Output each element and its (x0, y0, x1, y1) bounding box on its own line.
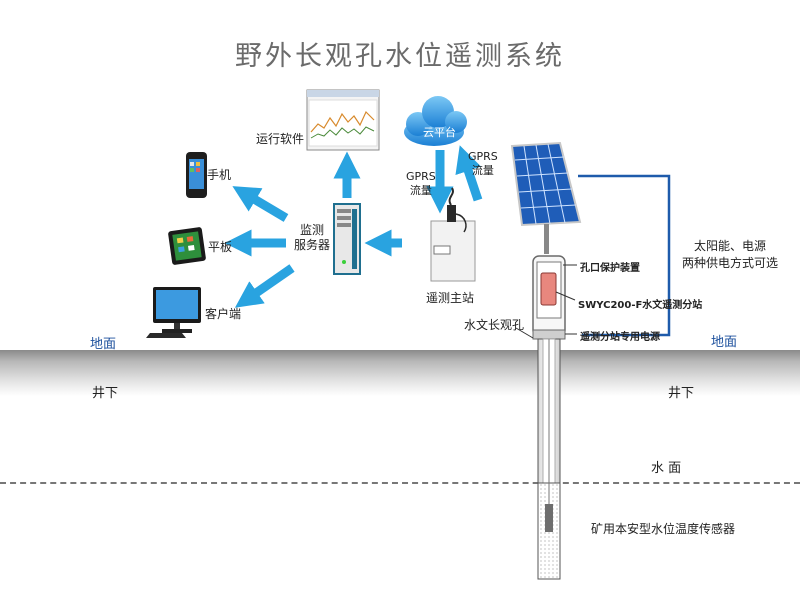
phone-icon (186, 152, 207, 198)
tablet-icon (168, 227, 206, 265)
cloud-icon (404, 96, 467, 146)
water-surface-label: 水 面 (651, 461, 682, 476)
desktop-client-icon (146, 287, 201, 338)
power-option-label: 太阳能、电源 两种供电方式可选 (682, 239, 779, 270)
underground-label-left: 井下 (92, 386, 119, 401)
phone-label: 手机 (207, 168, 232, 182)
leader-lines (515, 264, 577, 339)
power-wiring (578, 174, 671, 337)
ground-label-left: 地面 (90, 337, 117, 352)
arrow-to-client (234, 264, 295, 308)
software-label: 运行软件 (256, 132, 305, 146)
solar-panel-icon (510, 141, 582, 254)
ground-label-right: 地面 (711, 335, 738, 350)
protect-label: 孔口保护装置 (580, 263, 640, 274)
cloud-label: 云平台 (423, 126, 456, 139)
arrow-to-phone (232, 186, 289, 222)
well-borehole (532, 255, 566, 580)
well-label: 水文长观孔 (464, 318, 525, 332)
water-surface-line (0, 482, 800, 484)
server-icon (333, 203, 361, 275)
sensor-label: 矿用本安型水位温度传感器 (591, 522, 736, 536)
ground-surface (0, 350, 800, 396)
flow-arrows (224, 145, 483, 308)
station-label: 遥测主站 (426, 291, 475, 305)
gprs-down-label: GPRS 流量 (406, 170, 436, 197)
software-screen-icon (306, 89, 380, 151)
underground-label-right: 井下 (668, 386, 695, 401)
page-title: 野外长观孔水位遥测系统 (235, 41, 565, 72)
tablet-label: 平板 (208, 240, 233, 254)
master-station-icon (430, 187, 476, 282)
server-label: 监测 服务器 (294, 223, 331, 252)
substation-label: SWYC200-F水文遥测分站 (578, 300, 703, 311)
power-label: 遥测分站专用电源 (580, 332, 660, 343)
client-label: 客户端 (205, 307, 242, 321)
gprs-up-label: GPRS 流量 (468, 150, 498, 177)
arrow-station-to-cloud (455, 145, 483, 202)
